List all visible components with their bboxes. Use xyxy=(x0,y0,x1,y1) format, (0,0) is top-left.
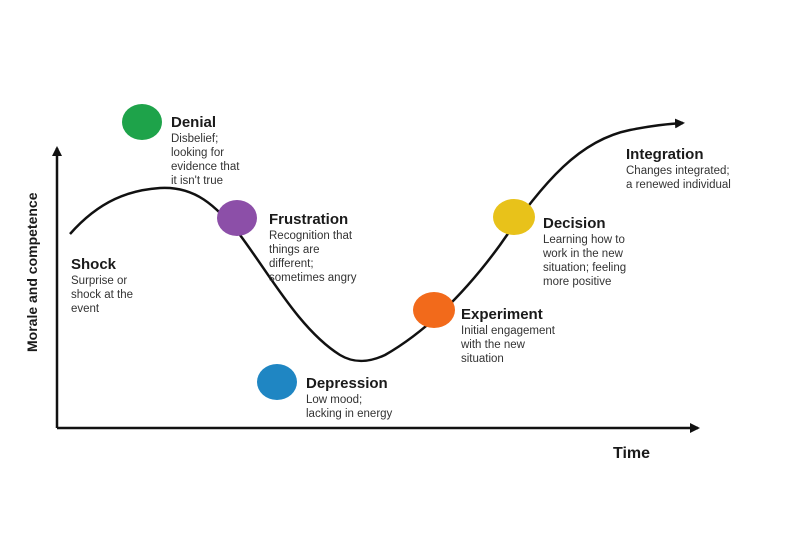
stage-title: Depression xyxy=(306,375,388,392)
stage-dot-depression xyxy=(257,364,297,400)
stage-title: Shock xyxy=(71,256,117,273)
stage-description: Learning how to work in the new situatio… xyxy=(543,234,627,288)
stage-dot-decision xyxy=(493,199,535,235)
stage-shock: Shock Surprise or shock at the event xyxy=(71,256,181,316)
stage-description: Low mood; lacking in energy xyxy=(306,394,393,420)
stage-dot-frustration xyxy=(217,200,257,236)
stage-dot-denial xyxy=(122,104,162,140)
stage-experiment: Experiment Initial engagement with the n… xyxy=(461,306,611,366)
stage-title: Decision xyxy=(543,215,606,232)
stage-decision: Decision Learning how to work in the new… xyxy=(543,215,683,289)
stage-frustration: Frustration Recognition that things are … xyxy=(269,211,399,285)
stage-title: Frustration xyxy=(269,211,349,228)
stage-title: Denial xyxy=(171,114,217,131)
stage-description: Recognition that things are different; s… xyxy=(269,230,357,284)
y-axis-label: Morale and competence xyxy=(24,192,40,353)
x-axis-label: Time xyxy=(613,445,651,462)
stage-title: Integration xyxy=(626,146,704,163)
change-curve xyxy=(69,118,685,363)
stage-dot-experiment xyxy=(413,292,455,328)
stage-description: Initial engagement with the new situatio… xyxy=(461,325,555,365)
stage-description: Changes integrated; a renewed individual xyxy=(626,165,731,191)
stage-depression: Depression Low mood; lacking in energy xyxy=(306,375,446,421)
stage-description: Disbelief; looking for evidence that it … xyxy=(171,133,240,187)
stage-denial: Denial Disbelief; looking for evidence t… xyxy=(171,114,281,188)
stage-description: Surprise or shock at the event xyxy=(71,275,134,315)
stage-title: Experiment xyxy=(461,306,543,323)
stage-integration: Integration Changes integrated; a renewe… xyxy=(626,146,786,192)
